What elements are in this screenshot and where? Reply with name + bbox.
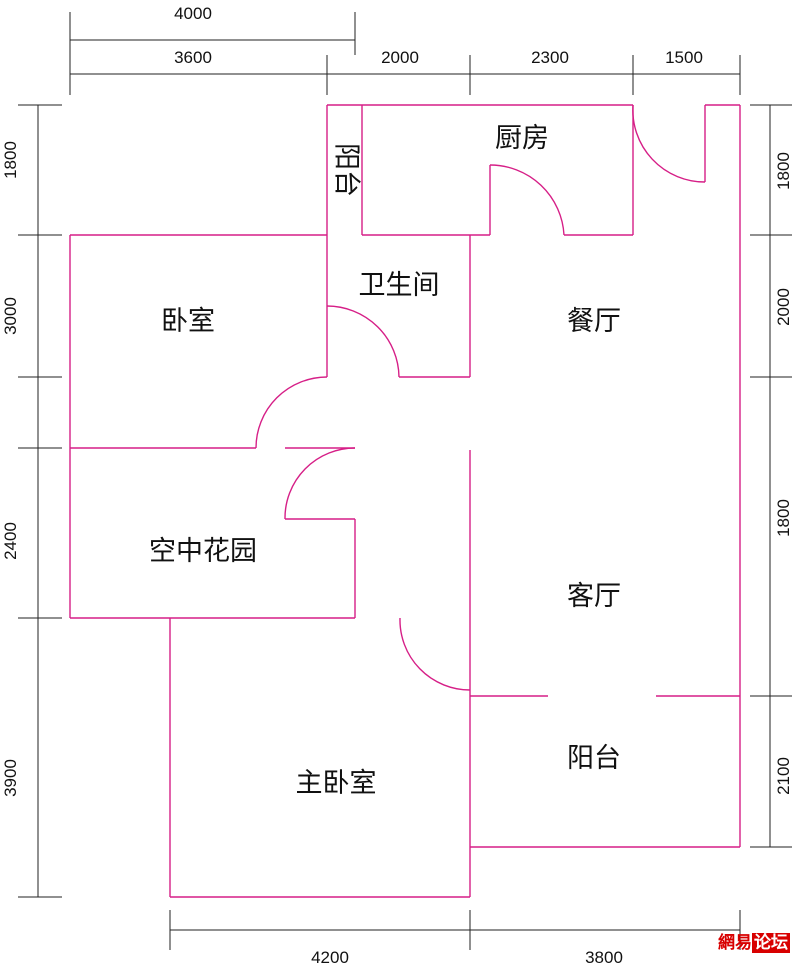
dim-left-1: 1800 [1, 141, 20, 179]
door-entry [632, 104, 706, 183]
dim-bottom-2: 3800 [585, 948, 623, 967]
dim-right-3: 1800 [774, 499, 793, 537]
room-label-bedroom: 卧室 [161, 306, 215, 337]
door-kitchen [489, 164, 565, 236]
room-label-balcony-small: 阳台 [331, 143, 362, 197]
dimension-lines [18, 12, 792, 950]
room-label-dining: 餐厅 [567, 306, 621, 337]
room-label-living: 客厅 [567, 581, 621, 612]
dim-top-2: 2000 [381, 48, 419, 67]
room-label-bathroom: 卫生间 [359, 270, 440, 301]
room-labels: 厨房 阳台 卫生间 卧室 餐厅 空中花园 客厅 阳台 主卧室 [149, 123, 621, 799]
watermark-part1: 網易 [718, 933, 752, 953]
dim-right-4: 2100 [774, 757, 793, 795]
dimension-labels: 4000 3600 2000 2300 1500 1800 3000 2400 … [1, 4, 793, 967]
dim-bottom-1: 4200 [311, 948, 349, 967]
dim-left-2: 3000 [1, 297, 20, 335]
door-master-bedroom [399, 617, 471, 691]
door-bathroom [326, 305, 400, 378]
dim-left-3: 2400 [1, 522, 20, 560]
door-sky-garden [284, 447, 356, 520]
door-bedroom [255, 376, 328, 449]
walls [69, 104, 741, 898]
room-label-sky-garden: 空中花园 [149, 536, 257, 567]
dim-top-3: 2300 [531, 48, 569, 67]
room-label-balcony-main: 阳台 [567, 743, 621, 774]
room-label-master-bedroom: 主卧室 [296, 768, 377, 799]
watermark-logo: 網易论坛 [718, 928, 790, 953]
watermark-part2: 论坛 [752, 933, 790, 953]
dim-left-4: 3900 [1, 759, 20, 797]
dim-right-2: 2000 [774, 288, 793, 326]
dim-right-1: 1800 [774, 152, 793, 190]
room-label-kitchen: 厨房 [495, 123, 549, 154]
dim-top-1: 3600 [174, 48, 212, 67]
dim-top-4: 1500 [665, 48, 703, 67]
door-swings [255, 104, 706, 691]
dim-top-overall: 4000 [174, 4, 212, 23]
